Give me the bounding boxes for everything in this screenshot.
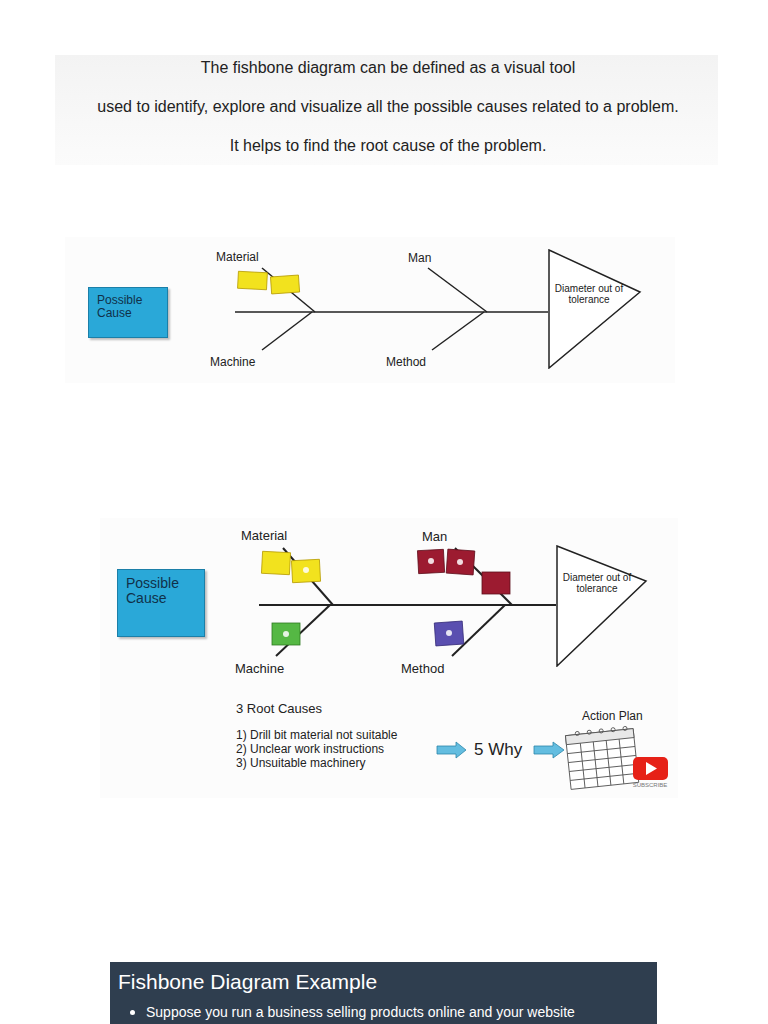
flow-label: 5 Why [474, 740, 522, 760]
cause-note-text: Possible Cause [126, 576, 196, 606]
section-band: Fishbone Diagram ExampleSuppose you run … [110, 962, 657, 1024]
problem-text: Diameter out of tolerance [559, 572, 635, 594]
intro-text: The fishbone diagram can be defined as a… [201, 58, 575, 77]
flow-label: SUBSCRIBE [633, 782, 668, 789]
bone-category: Machine [210, 355, 255, 369]
fish-bones [235, 268, 548, 350]
bone-category: Man [422, 529, 447, 545]
bone-category: Man [408, 251, 431, 265]
fish-head-outline [556, 545, 648, 667]
root-cause-text: 1) Drill bit material not suitable [236, 728, 397, 742]
youtube-icon [633, 757, 668, 780]
bone-category: Method [386, 355, 426, 369]
root-cause-text: 2) Unclear work instructions [236, 742, 384, 756]
fish-head: Diameter out of tolerance [548, 249, 642, 369]
bone-category: Material [216, 250, 259, 264]
diagram-panel [65, 237, 675, 383]
cause-note-text: Possible Cause [97, 294, 159, 320]
cause-note: Possible Cause [88, 287, 168, 338]
fish-head-outline [548, 249, 642, 369]
bullet-text: Suppose you run a business selling produ… [146, 1004, 575, 1020]
fish-bones [259, 548, 556, 656]
sticky-icons [283, 558, 463, 637]
flow-label: Action Plan [582, 709, 643, 723]
intro-text: used to identify, explore and visualize … [97, 97, 678, 116]
calendar-icon [565, 726, 639, 790]
sticky-notes [261, 549, 510, 646]
diagram-panel [100, 518, 678, 798]
cause-note: Possible Cause [117, 569, 205, 637]
intro-text: It helps to find the root cause of the p… [230, 136, 547, 155]
bone-category: Machine [235, 661, 284, 677]
root-cause-text: 3) Unsuitable machinery [236, 756, 365, 770]
problem-text: Diameter out of tolerance [551, 283, 627, 305]
sticky-notes [238, 271, 300, 294]
bone-category: Method [401, 661, 444, 677]
bone-category: Material [241, 528, 287, 544]
intro-band [55, 55, 718, 165]
fish-head: Diameter out of tolerance [556, 545, 648, 667]
section-heading: Fishbone Diagram Example [118, 970, 377, 994]
root-cause-text: 3 Root Causes [236, 701, 322, 717]
